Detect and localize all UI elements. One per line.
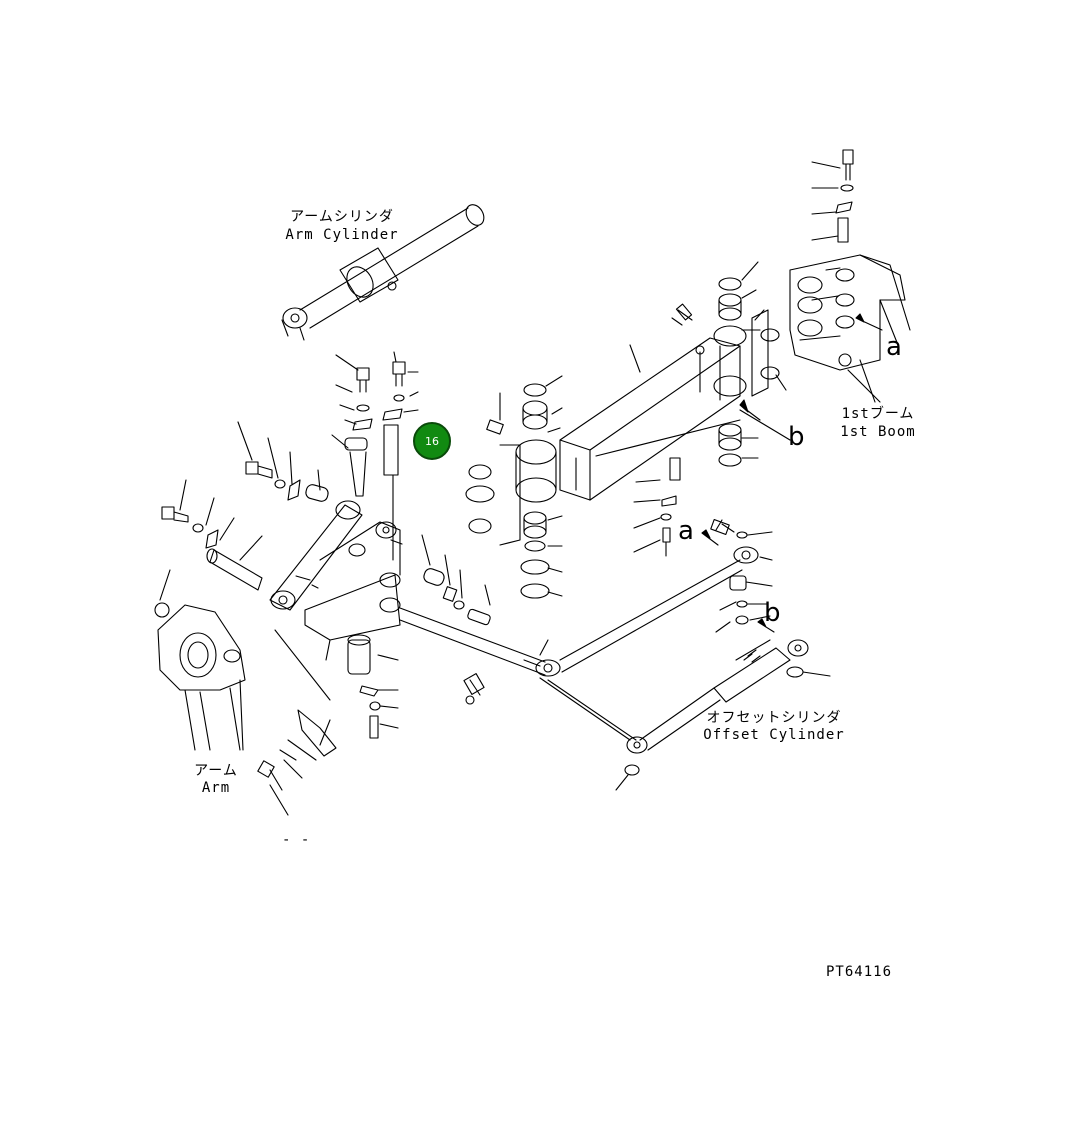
- footnote-mark: - -: [282, 832, 311, 848]
- boom-body-part: [515, 303, 791, 503]
- reference-b-boom: b: [788, 422, 805, 452]
- arm-cylinder-part: [281, 204, 485, 341]
- first-boom-label-jp: 1stブーム: [841, 406, 915, 422]
- reference-a-cylinder: a: [678, 516, 694, 546]
- offset-rod-part: [399, 546, 759, 741]
- arm-cylinder-label-jp: アームシリンダ: [290, 209, 394, 225]
- label-leaders: [847, 359, 881, 403]
- lower-pin-part: [347, 634, 399, 739]
- arm-label-jp: アーム: [194, 763, 238, 779]
- boom-bushings-part: [465, 261, 787, 667]
- part-callout-number: 16: [425, 434, 439, 448]
- lower-left-hardware-part: [257, 709, 337, 816]
- link-bracket-part: [269, 424, 491, 701]
- reference-b-cylinder: b: [764, 598, 781, 628]
- offset-cylinder-label-jp: オフセットシリンダ: [706, 710, 842, 726]
- arm-cylinder-label-en: Arm Cylinder: [285, 227, 399, 243]
- drawing-code: PT64116: [826, 964, 893, 980]
- offset-cylinder-label-en: Offset Cylinder: [703, 727, 845, 743]
- hardware-stack-part: [331, 351, 419, 449]
- arm-part: [154, 569, 246, 751]
- first-boom-label-en: 1st Boom: [840, 424, 916, 440]
- left-pins-part: [161, 421, 329, 591]
- first-boom-bracket-part: [789, 149, 911, 371]
- part-callout-16[interactable]: 16: [413, 422, 451, 460]
- arm-label-en: Arm: [201, 780, 231, 796]
- reference-a-boom: a: [886, 332, 902, 362]
- reference-arrows: [701, 313, 883, 633]
- offset-cylinder-part: [615, 519, 831, 791]
